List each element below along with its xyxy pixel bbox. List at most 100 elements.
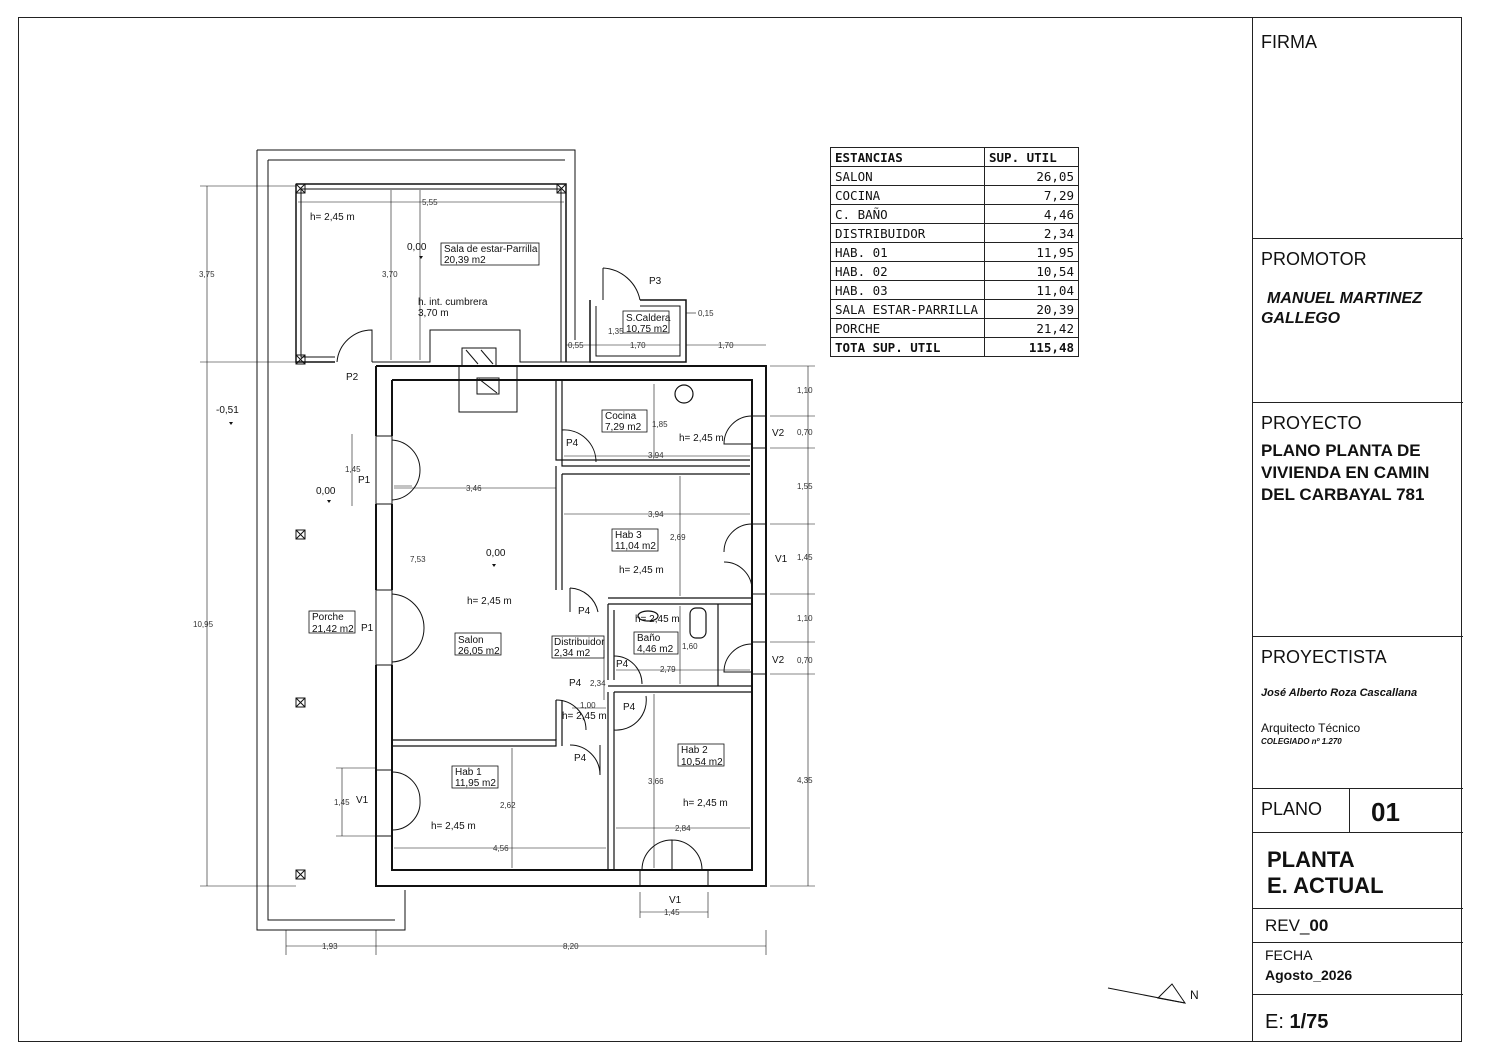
room-height-hab2: h= 2,45 m	[683, 798, 728, 809]
opening-p4-hab3: P4	[578, 606, 591, 617]
promotor-label: PROMOTOR	[1261, 249, 1367, 269]
dim-155: 1,55	[797, 482, 813, 491]
cumbrera-label: h. int. cumbrera	[418, 297, 488, 308]
dim-193: 1,93	[322, 942, 338, 951]
level-outer: -0,51	[216, 405, 239, 416]
room-name-hab3: Hab 3	[615, 530, 642, 541]
areas-cell-area: 2,34	[984, 223, 1079, 243]
areas-cell-area: 4,46	[984, 204, 1079, 224]
room-height-sala: h= 2,45 m	[310, 212, 355, 223]
dim-394-b: 3,94	[648, 510, 664, 519]
dim-170-a: 1,70	[630, 341, 646, 350]
dim-1095: 10,95	[193, 620, 214, 629]
escala-value: 1/75	[1289, 1011, 1329, 1033]
opening-p4-bano: P4	[616, 659, 629, 670]
rev-number: 00	[1309, 916, 1329, 935]
room-name-porche: Porche	[312, 612, 344, 623]
areas-cell-area: 7,29	[984, 185, 1079, 205]
room-area-caldera: 10,75 m2	[626, 324, 668, 335]
room-area-sala: 20,39 m2	[444, 255, 486, 266]
plano-title-2: E. ACTUAL	[1267, 873, 1384, 898]
floor-plan: Sala de estar-Parrilla 20,39 m2 h= 2,45 …	[193, 149, 1199, 1004]
dim-346: 3,46	[466, 484, 482, 493]
areas-cell-name: C. BAÑO	[830, 204, 985, 224]
room-height-hab3: h= 2,45 m	[619, 565, 664, 576]
plano-title-1: PLANTA	[1267, 847, 1355, 872]
opening-p1-top: P1	[358, 475, 371, 486]
plano-label: PLANO	[1261, 799, 1323, 819]
level-salon: 0,00	[486, 548, 506, 559]
proyectista-role: Arquitecto Técnico	[1261, 721, 1361, 735]
proyecto-line-1: PLANO PLANTA DE	[1261, 441, 1421, 460]
dim-279: 2,79	[660, 665, 676, 674]
proyecto-line-2: VIVIENDA EN CAMIN	[1261, 463, 1430, 482]
north-arrow	[1107, 983, 1187, 1004]
room-area-cocina: 7,29 m2	[605, 422, 642, 433]
dim-820: 8,20	[563, 942, 579, 951]
dim-145-v1: 1,45	[797, 553, 813, 562]
areas-header-area: SUP. UTIL	[984, 147, 1079, 167]
dim-160: 1,60	[682, 642, 698, 651]
areas-header-name: ESTANCIAS	[830, 147, 985, 167]
promotor-name-1: MANUEL MARTINEZ	[1267, 290, 1422, 307]
dim-015: 0,15	[698, 309, 714, 318]
plano-title-cell: PLANTA E. ACTUAL	[1253, 833, 1463, 909]
proyectista-cell: PROYECTISTA José Alberto Roza Cascallana…	[1253, 637, 1463, 789]
areas-cell-area: 20,39	[984, 299, 1079, 319]
dim-100: 1,00	[580, 701, 596, 710]
areas-cell-name: HAB. 02	[830, 261, 985, 281]
proyecto-label: PROYECTO	[1261, 413, 1362, 433]
dim-170-b: 1,70	[718, 341, 734, 350]
room-height-bano: h= 2,45 m	[635, 614, 680, 625]
title-block: FIRMA PROMOTOR MANUEL MARTINEZ GALLEGO P…	[1252, 17, 1463, 1042]
room-name-hab1: Hab 1	[455, 767, 482, 778]
areas-cell-name: SALA ESTAR-PARRILLA	[830, 299, 985, 319]
dim-145-hab1: 1,45	[334, 798, 350, 807]
escala-cell: E: 1/75	[1253, 995, 1463, 1042]
room-name-distribuidor: Distribuidor	[554, 637, 605, 648]
plano-number: 01	[1371, 797, 1400, 827]
room-area-hab2: 10,54 m2	[681, 757, 723, 768]
opening-v2-cocina: V2	[772, 428, 785, 439]
fecha-label: FECHA	[1265, 947, 1313, 963]
areas-cell-name: SALON	[830, 166, 985, 186]
opening-p3: P3	[649, 276, 662, 287]
dim-555: 5,55	[422, 198, 438, 207]
opening-p1-bottom: P1	[361, 623, 374, 634]
areas-cell-name: DISTRIBUIDOR	[830, 223, 985, 243]
firma-cell: FIRMA	[1253, 17, 1463, 239]
dim-070-a: 0,70	[797, 428, 813, 437]
dim-435: 4,35	[797, 776, 813, 785]
areas-cell-area: 11,95	[984, 242, 1079, 262]
opening-v1-hab3: V1	[775, 554, 788, 565]
areas-cell-area: 21,42	[984, 318, 1079, 338]
colegiado: COLEGIADO nº 1.270	[1261, 737, 1342, 746]
room-area-hab3: 11,04 m2	[615, 541, 656, 552]
proyecto-cell: PROYECTO PLANO PLANTA DE VIVIENDA EN CAM…	[1253, 403, 1463, 637]
dim-456: 4,56	[493, 844, 509, 853]
room-height-salon: h= 2,45 m	[467, 596, 512, 607]
room-name-hab2: Hab 2	[681, 745, 708, 756]
room-name-bano: Baño	[637, 633, 661, 644]
fecha-value: Agosto_2026	[1265, 967, 1353, 983]
areas-total-name: TOTA SUP. UTIL	[830, 337, 985, 357]
escala-prefix: E:	[1265, 1011, 1290, 1033]
fecha-cell: FECHA Agosto_2026	[1253, 943, 1463, 995]
room-name-salon: Salon	[458, 635, 484, 646]
level-porche: 0,00	[316, 486, 336, 497]
areas-cell-name: HAB. 01	[830, 242, 985, 262]
areas-cell-name: PORCHE	[830, 318, 985, 338]
room-area-bano: 4,46 m2	[637, 644, 674, 655]
dim-394-a: 3,94	[648, 451, 664, 460]
